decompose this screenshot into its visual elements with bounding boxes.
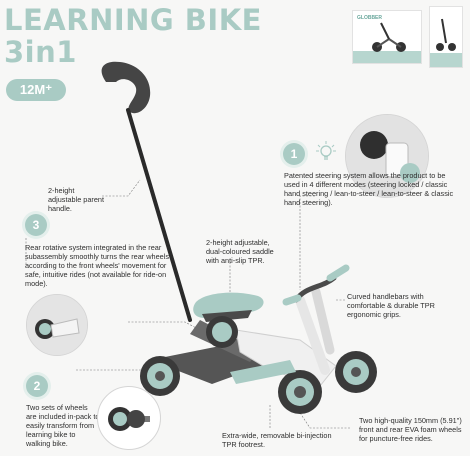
package-bike-illustration <box>353 22 421 63</box>
step-number-2: 2 <box>26 375 48 397</box>
wheels-pack-image <box>97 386 161 450</box>
lightbulb-icon-svg <box>316 141 336 160</box>
title-line-2: 3in1 <box>4 35 77 69</box>
package-side-illustration <box>430 18 462 67</box>
wheels-pack-illustration <box>108 407 150 431</box>
callout-rotative: Rear rotative system integrated in the r… <box>25 243 169 288</box>
step-number-3: 3 <box>25 214 47 236</box>
package-brand: GLOBBER <box>357 15 382 21</box>
age-badge: 12M⁺ <box>6 79 66 101</box>
callout-footrest: Extra-wide, removable bi-injection TPR f… <box>222 431 332 449</box>
callout-handle: 2-height adjustable parent handle. <box>48 186 104 213</box>
lightbulb-icon <box>316 141 336 165</box>
rotative-detail-illustration <box>27 295 87 355</box>
rotative-detail-image <box>26 294 88 356</box>
callout-handlebars: Curved handlebars with comfortable & dur… <box>347 292 435 319</box>
callout-saddle: 2-height adjustable, dual-coloured saddl… <box>206 238 274 265</box>
steering-detail-illustration <box>346 115 428 197</box>
package-box-image: GLOBBER <box>352 10 422 64</box>
package-box-side-image <box>429 6 463 68</box>
step-number-1: 1 <box>283 143 305 165</box>
title-line-1: LEARNING BIKE <box>4 3 262 37</box>
callout-wheels-pack: Two sets of wheels are included in-pack … <box>26 403 100 448</box>
callout-steering: Patented steering system allows the prod… <box>284 171 454 207</box>
steering-detail-image <box>345 114 429 198</box>
callout-front-wheels: Two high-quality 150mm (5.91") front and… <box>359 416 462 443</box>
